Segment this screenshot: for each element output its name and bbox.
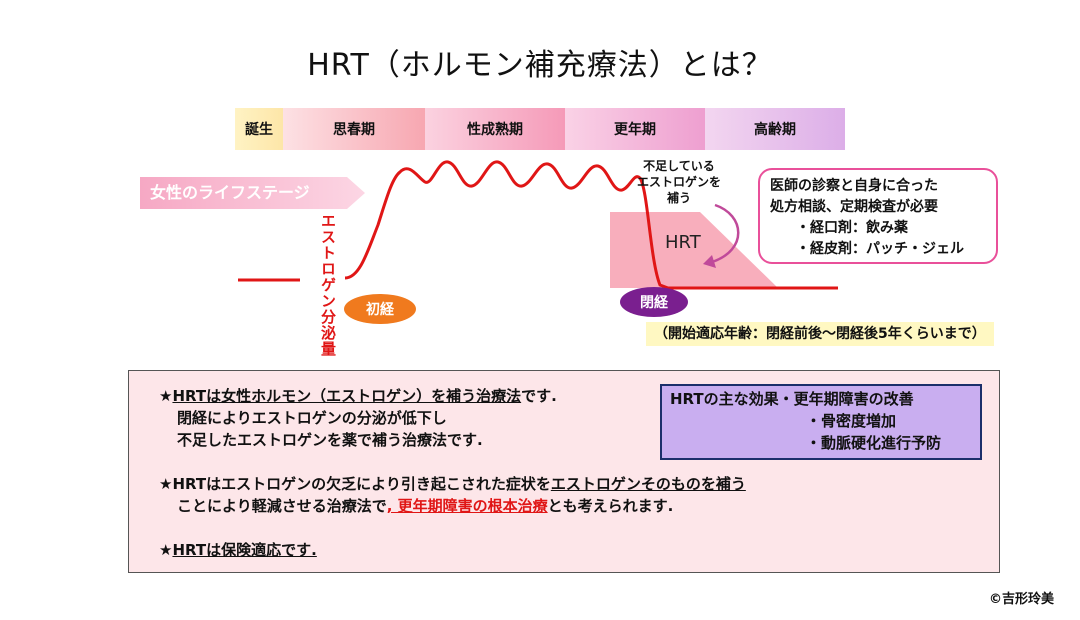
explanation-line-6: ★HRTは保険適応です. [159, 541, 317, 559]
stage-puberty: 思春期 [283, 108, 425, 150]
stage-maturity: 性成熟期 [425, 108, 565, 150]
hrt-supplement-arrow-icon [711, 203, 740, 264]
explanation-line-1: ★HRTは女性ホルモン（エストロゲン）を補う治療法です. [159, 387, 557, 405]
stage-menopause-period: 更年期 [565, 108, 705, 150]
hrt-effects-box: HRTの主な効果・更年期障害の改善 ・骨密度増加 ・動脈硬化進行予防 [660, 384, 982, 460]
hrt-shaded-area [610, 212, 778, 288]
life-stage-bar: 誕生 思春期 性成熟期 更年期 高齢期 [235, 108, 845, 150]
explanation-line-3: 不足したエストロゲンを薬で補う治療法です. [177, 431, 483, 449]
explanation-line-5: ことにより軽減させる治療法で, 更年期障害の根本治療とも考えられます. [177, 497, 674, 515]
lifestage-arrow-label: 女性のライフステージ [140, 177, 365, 209]
supplement-note: 不足している エストロゲンを 補う [636, 159, 721, 205]
explanation-line-2: 閉経によりエストロゲンの分泌が低下し [177, 409, 447, 427]
stage-elderly: 高齢期 [705, 108, 845, 150]
hrt-area-label: HRT [665, 232, 701, 253]
copyright-text: ©吉形玲美 [988, 592, 1054, 607]
estrogen-axis-label: エストロゲン分泌量 [319, 213, 337, 357]
page-title: HRT（ホルモン補充療法）とは？ [307, 48, 773, 83]
explanation-line-4: ★HRTはエストロゲンの欠乏により引き起こされた症状をエストロゲンそのものを補う [159, 475, 746, 493]
menarche-badge: 初経 [344, 294, 416, 324]
menopause-badge: 閉経 [620, 287, 688, 317]
doctor-consultation-box: 医師の診察と自身に合った 処方相談、定期検査が必要 ・経口剤：飲み薬 ・経皮剤：… [758, 168, 998, 264]
estrogen-curve [238, 160, 838, 290]
start-age-note: （開始適応年齢：閉経前後〜閉経後5年くらいまで） [646, 322, 994, 346]
stage-birth: 誕生 [235, 108, 283, 150]
